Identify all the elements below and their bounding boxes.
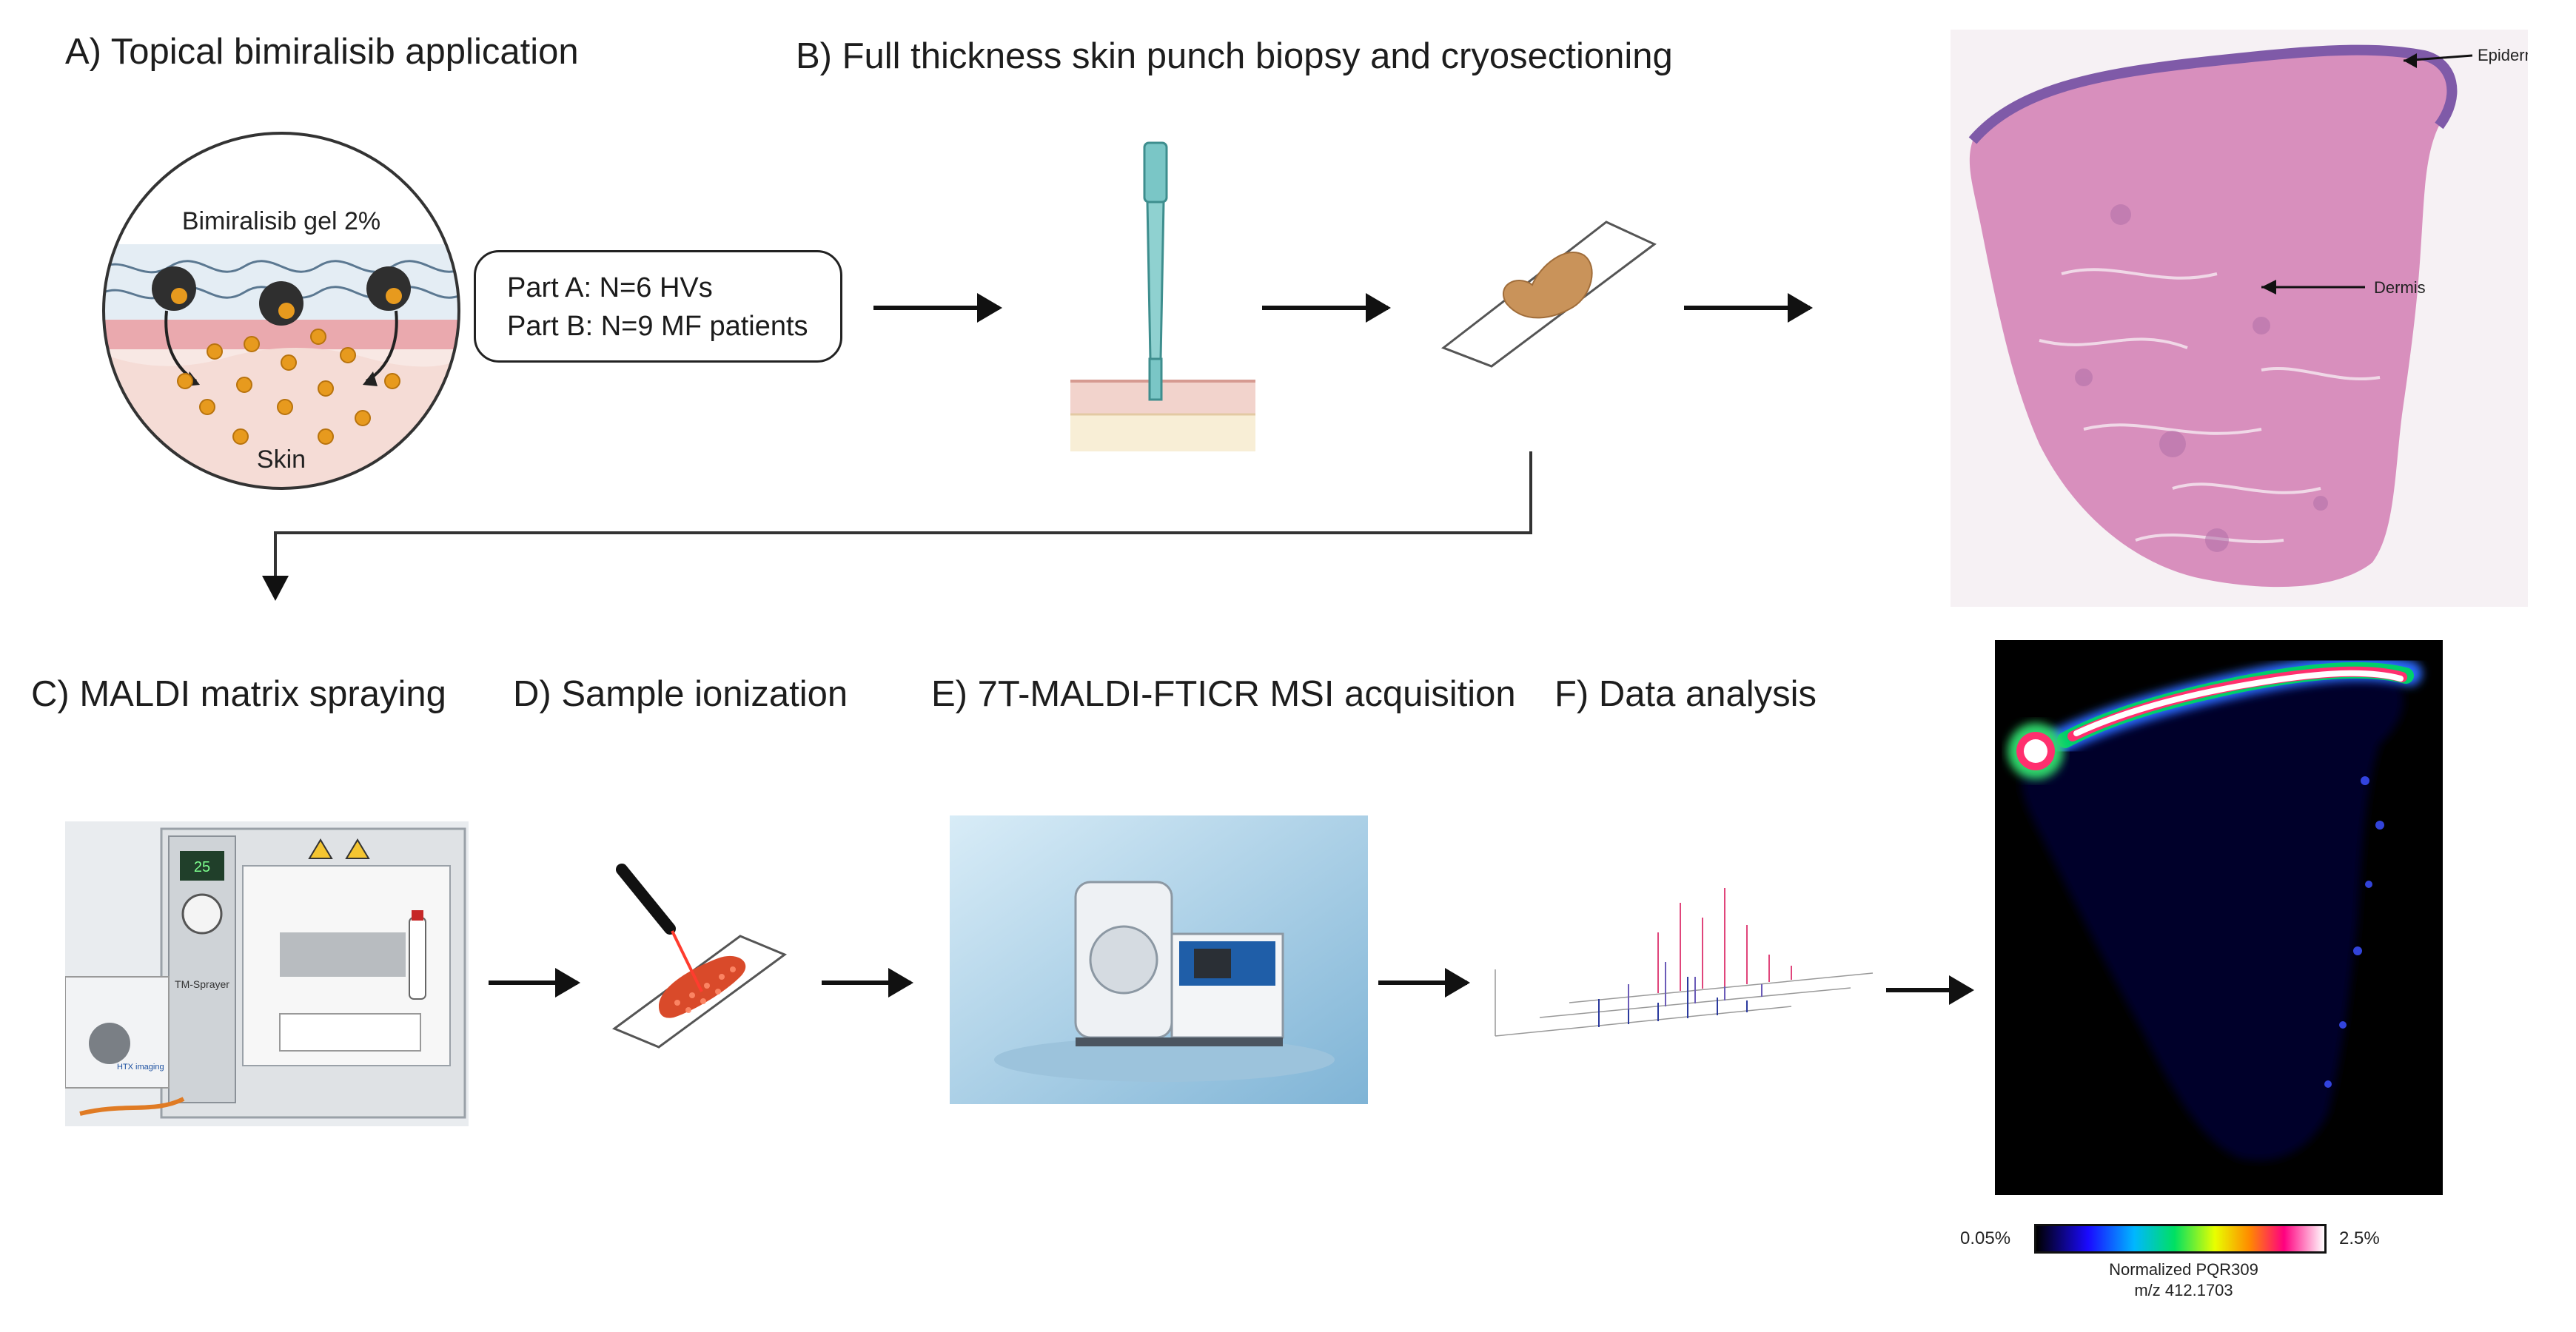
arrow-punch-to-slide — [1262, 293, 1391, 323]
tissue-epidermis-edge — [1968, 44, 2458, 144]
arrow-d-to-e — [822, 968, 913, 998]
part-a-count: Part A: N=6 HVs — [507, 272, 713, 303]
msi-ion-image — [1995, 640, 2443, 1195]
title-step-f: F) Data analysis — [1554, 674, 1817, 714]
skin-label: Skin — [257, 445, 306, 474]
connector-to-maldi — [262, 451, 1532, 601]
he-histology-image: Epidermis Dermis — [1951, 30, 2528, 607]
colorbar-caption-line2: m/z 412.1703 — [2134, 1281, 2233, 1299]
arrow-f-to-image — [1886, 975, 1974, 1005]
colorbar-caption-line1: Normalized PQR309 — [2109, 1260, 2258, 1279]
ionization-illustration — [611, 864, 788, 1049]
colorbar-caption: Normalized PQR309 m/z 412.1703 — [2073, 1259, 2295, 1301]
epidermis-label: Epidermis — [2478, 46, 2528, 64]
punch-handle — [1143, 141, 1168, 204]
fticr-instrument-photo — [950, 815, 1368, 1104]
drug-vesicle-2 — [259, 281, 303, 326]
title-step-e: E) 7T-MALDI-FTICR MSI acquisition — [931, 674, 1516, 714]
title-step-c: C) MALDI matrix spraying — [31, 674, 446, 714]
skin-application-diagram: Bimiralisib gel 2% Skin — [102, 132, 460, 490]
svg-text:25: 25 — [194, 859, 210, 875]
arrow-e-to-f — [1378, 968, 1470, 998]
arrow-a-to-punch — [873, 293, 1002, 323]
tissue-outline — [2022, 676, 2404, 1161]
drug-vesicle-3 — [366, 266, 411, 311]
edge-hotspot — [2024, 739, 2047, 763]
sprayer-label: TM-Sprayer — [175, 978, 229, 990]
biopsy-slide-illustration — [1440, 221, 1657, 368]
laser-beam — [671, 930, 703, 992]
participants-box: Part A: N=6 HVs Part B: N=9 MF patients — [474, 250, 842, 363]
dermis-label: Dermis — [2374, 278, 2426, 297]
tissue-section — [1502, 251, 1593, 319]
punch-shaft — [1146, 201, 1165, 360]
tissue-dermis — [1969, 50, 2452, 588]
tm-sprayer-photo: 25 TM-Sprayer HTX imaging — [65, 821, 469, 1126]
epidermis-hotspot — [2073, 670, 2404, 736]
laser-source — [616, 864, 676, 935]
arrow-c-to-d — [489, 968, 580, 998]
matrix-coated-tissue — [659, 955, 746, 1018]
title-step-b: B) Full thickness skin punch biopsy and … — [796, 36, 1673, 76]
gel-label: Bimiralisib gel 2% — [182, 207, 380, 235]
mass-spectra-plot — [1495, 888, 1874, 1037]
brand-label: HTX imaging — [117, 1063, 164, 1072]
arrow-slide-to-histology — [1684, 293, 1813, 323]
title-step-a: A) Topical bimiralisib application — [65, 32, 579, 72]
colorbar-gradient — [2034, 1224, 2327, 1254]
punch-biopsy-illustration — [1070, 141, 1255, 451]
title-step-d: D) Sample ionization — [513, 674, 848, 714]
drug-particles — [177, 329, 400, 445]
colorbar-min-label: 0.05% — [1960, 1228, 2011, 1248]
part-b-count: Part B: N=9 MF patients — [507, 311, 808, 342]
punch-blade — [1148, 357, 1163, 401]
drug-vesicle-1 — [152, 266, 196, 311]
spectrum-trace-3 — [1657, 888, 1792, 993]
colorbar-max-label: 2.5% — [2339, 1228, 2380, 1248]
